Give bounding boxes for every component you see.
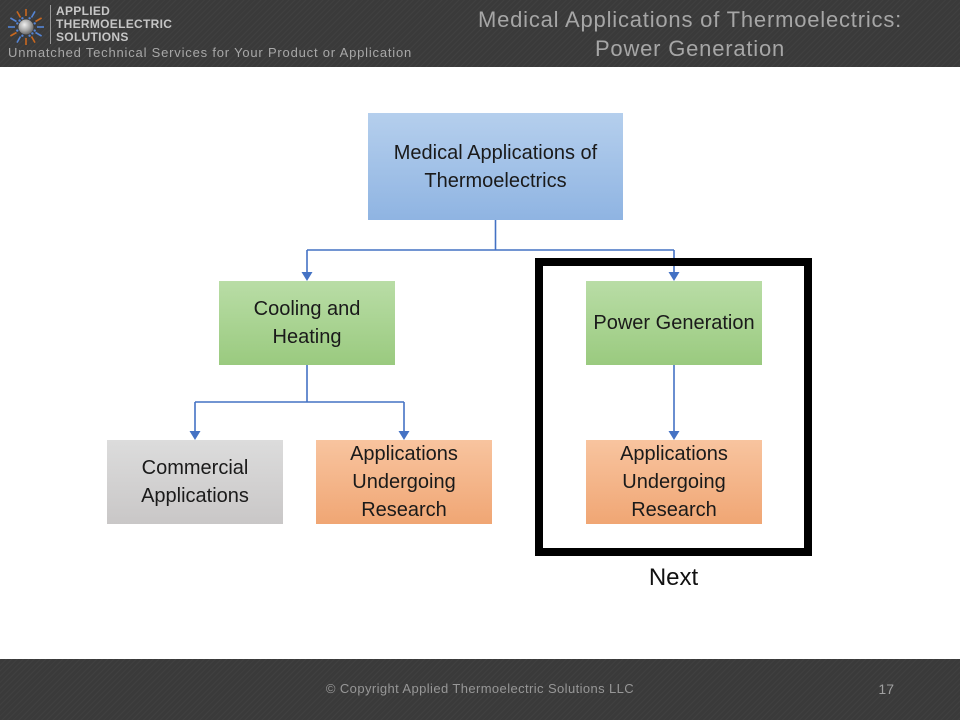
logo: APPLIED THERMOELECTRIC SOLUTIONS	[6, 5, 172, 49]
company-tagline: Unmatched Technical Services for Your Pr…	[8, 45, 413, 60]
starburst-logo-icon	[8, 9, 44, 45]
node-applications-undergoing-research-right: Applications Undergoing Research	[586, 440, 762, 524]
next-label: Next	[648, 564, 699, 591]
slide-title-line-1: Medical Applications of Thermoelectrics:	[477, 7, 903, 32]
slide-title-line-2: Power Generation	[594, 36, 786, 61]
copyright-text: © Copyright Applied Thermoelectric Solut…	[325, 681, 635, 696]
node-power-generation: Power Generation	[586, 281, 762, 365]
node-commercial-applications: Commercial Applications	[107, 440, 283, 524]
highlight-rectangle	[535, 258, 812, 556]
logo-line-2: THERMOELECTRIC	[56, 17, 173, 31]
logo-line-3: SOLUTIONS	[56, 30, 129, 44]
slide-title: Medical Applications of Thermoelectrics:…	[420, 5, 960, 63]
logo-line-1: APPLIED	[56, 4, 111, 18]
logo-text: APPLIED THERMOELECTRIC SOLUTIONS	[50, 5, 172, 44]
node-applications-undergoing-research-left: Applications Undergoing Research	[316, 440, 492, 524]
node-cooling-and-heating: Cooling and Heating	[219, 281, 395, 365]
header-bar: APPLIED THERMOELECTRIC SOLUTIONS Unmatch…	[0, 0, 960, 67]
node-medical-applications: Medical Applications of Thermoelectrics	[368, 113, 623, 220]
page-number: 17	[878, 681, 894, 697]
footer-bar: © Copyright Applied Thermoelectric Solut…	[0, 659, 960, 720]
